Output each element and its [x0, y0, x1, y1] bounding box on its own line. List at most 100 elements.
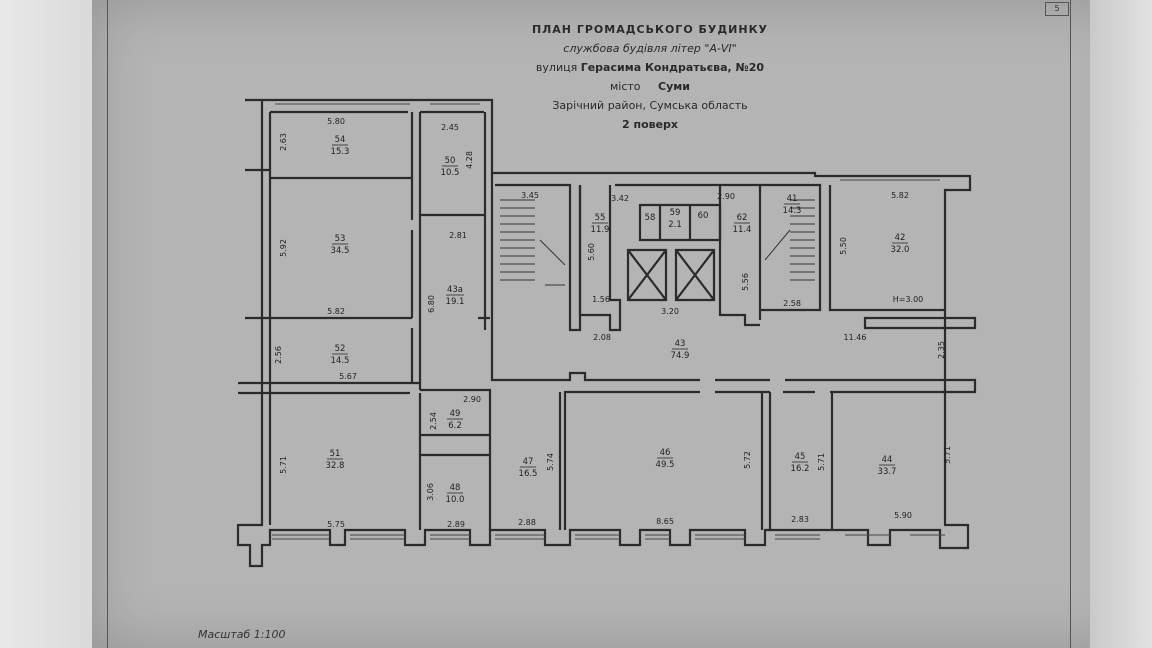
room-48-id: 48 — [450, 483, 461, 493]
room-62-area: 11.4 — [733, 225, 752, 235]
district-line: Зарічний район, Сумська область — [552, 99, 748, 112]
room-54-area: 15.3 — [331, 147, 350, 157]
city-line: місто Суми — [520, 77, 780, 96]
windows — [272, 103, 945, 540]
background-paper-right — [1090, 0, 1152, 648]
dim-12: 2.54 — [429, 412, 438, 430]
dim-13: 5.71 — [279, 456, 288, 474]
dim-15: 5.75 — [327, 520, 345, 529]
dim-4: 4.28 — [465, 151, 474, 169]
dim-29: 2.08 — [593, 333, 611, 342]
partition-52-51 — [238, 381, 420, 395]
room-42-area: 32.0 — [891, 245, 910, 255]
dimension-labels: 5.80 2.63 2.45 4.28 5.92 5.82 2.81 6.80 … — [274, 117, 952, 529]
dim-31: 2.90 — [717, 192, 735, 201]
room-59-area: 2.1 — [668, 220, 682, 230]
north-windows — [275, 103, 940, 181]
room-44-id: 44 — [882, 455, 893, 465]
room-46-id: 46 — [660, 448, 671, 458]
underline-marks — [327, 144, 908, 494]
room-41-id: 41 — [787, 194, 798, 204]
room-55 — [578, 185, 622, 332]
dim-37: 2.35 — [937, 341, 946, 359]
room-42 — [828, 185, 977, 330]
scale-label: Масштаб 1:100 — [198, 628, 286, 641]
room-55-id: 55 — [595, 213, 606, 223]
room-43a-area: 19.1 — [446, 297, 465, 307]
room-label-underlines — [327, 144, 908, 494]
dim-21: 2.83 — [791, 515, 809, 524]
dim-18: 5.74 — [546, 453, 555, 471]
dim-5: 5.92 — [279, 239, 288, 257]
dim-7: 2.81 — [449, 231, 467, 240]
room-52-area: 14.5 — [331, 356, 350, 366]
room-55-area: 11.9 — [591, 225, 610, 235]
street-line: вулиця Герасима Кондратьєва, №20 — [520, 58, 780, 77]
dim-22: 5.71 — [817, 453, 826, 471]
south-windows — [272, 534, 945, 540]
room-46-area: 49.5 — [656, 460, 675, 470]
dim-20: 5.72 — [743, 451, 752, 469]
room-49-id: 49 — [450, 409, 461, 419]
stair-right — [760, 183, 822, 312]
room-62-id: 62 — [737, 213, 748, 223]
dim-24: 5.71 — [943, 446, 952, 464]
title-block: ПЛАН ГРОМАДСЬКОГО БУДИНКУ службова будів… — [520, 20, 780, 134]
room-47-area: 16.5 — [519, 469, 538, 479]
stair-treads — [500, 199, 815, 286]
room-44-area: 33.7 — [878, 467, 897, 477]
room-58-id: 58 — [645, 213, 656, 223]
outer-wall — [236, 98, 972, 568]
dim-32: 5.56 — [741, 273, 750, 291]
room-41-area: 14.3 — [783, 206, 802, 216]
room-46-45 — [760, 392, 772, 530]
elevators — [626, 248, 716, 302]
dim-25: 3.45 — [521, 191, 539, 200]
building-subtitle: службова будівля літер "А-VI" — [563, 42, 737, 55]
dim-8: 6.80 — [427, 295, 436, 313]
dim-3: 2.45 — [441, 123, 459, 132]
corridor-lower-x420 — [420, 388, 492, 530]
plan-sheet — [92, 0, 1132, 648]
dim-6: 5.82 — [327, 307, 345, 316]
room-59-id: 59 — [670, 208, 681, 218]
dim-23: 5.90 — [894, 511, 912, 520]
dim-26: 3.42 — [611, 194, 629, 203]
dim-10: 5.67 — [339, 372, 357, 381]
dim-2: 2.63 — [279, 133, 288, 151]
room-51-id: 51 — [330, 449, 341, 459]
dim-11: 2.90 — [463, 395, 481, 404]
room-52-id: 52 — [335, 344, 346, 354]
room-45-id: 45 — [795, 452, 806, 462]
room-62 — [718, 185, 760, 327]
city-label: місто — [610, 80, 641, 93]
room-43-id: 43 — [675, 339, 686, 349]
room-48-area: 10.0 — [446, 495, 465, 505]
street-name: Герасима Кондратьєва, №20 — [580, 61, 765, 74]
room-60-id: 60 — [698, 211, 709, 221]
room-49-48-split — [420, 433, 490, 457]
dim-36: 11.46 — [844, 333, 867, 342]
dim-16: 2.89 — [447, 520, 465, 529]
walls — [236, 98, 977, 568]
room-53-area: 34.5 — [331, 246, 350, 256]
dim-27: 5.60 — [587, 243, 596, 261]
right-stair-treads — [764, 199, 815, 281]
room-47-id: 47 — [523, 457, 534, 467]
dim-19: 8.65 — [656, 517, 674, 526]
room-50-id: 50 — [445, 156, 456, 166]
dim-28: 1.56 — [592, 295, 610, 304]
room-54-id: 54 — [335, 135, 346, 145]
room-labels: 54 15.3 53 34.5 52 14.5 51 32.8 50 10.5 … — [326, 135, 910, 505]
room-43a-id: 43а — [447, 285, 463, 295]
city-name: Суми — [658, 80, 690, 93]
dim-17: 2.88 — [518, 518, 536, 527]
room-43a-right — [478, 215, 490, 330]
room-43-area: 74.9 — [671, 351, 690, 361]
corridor-top — [490, 173, 977, 530]
page-number: 5 — [1045, 2, 1069, 16]
floor-label: 2 поверх — [621, 118, 679, 131]
room-51-area: 32.8 — [326, 461, 345, 471]
